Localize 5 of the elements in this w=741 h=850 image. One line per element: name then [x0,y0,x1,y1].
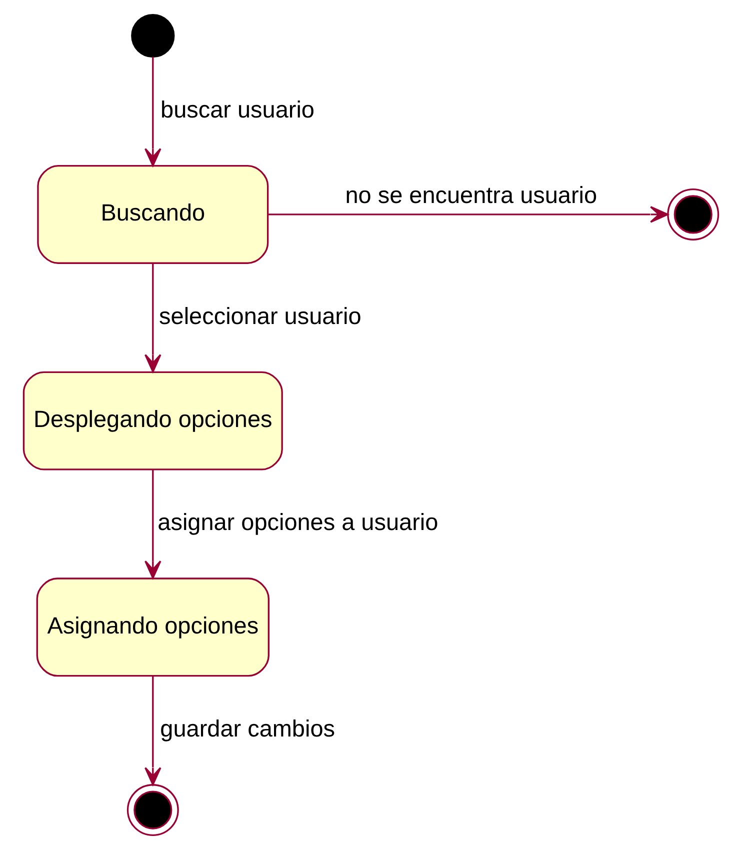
edge-label: no se encuentra usuario [344,182,597,208]
edge-label: seleccionar usuario [158,302,361,329]
edge-label: guardar cambios [160,716,334,742]
edge-label: buscar usuario [160,96,314,122]
edge-label: asignar opciones a usuario [157,509,438,536]
